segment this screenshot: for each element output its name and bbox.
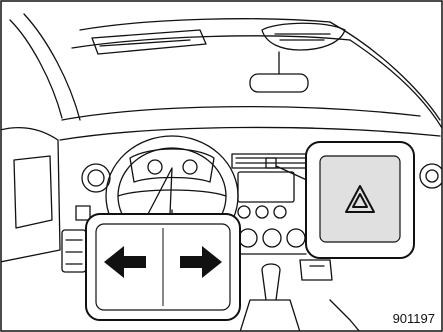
- turn-signal-callout: [86, 214, 240, 320]
- left-air-vent: [82, 164, 110, 192]
- climate-knob-right: [287, 229, 305, 247]
- climate-knob-center: [263, 229, 281, 247]
- climate-knob-left: [239, 229, 257, 247]
- hazard-switch-callout: [306, 142, 414, 258]
- infotainment-screen: [238, 172, 294, 202]
- center-console-vents: [232, 154, 312, 168]
- gear-shifter: [240, 264, 300, 332]
- figure-number: 901197: [393, 311, 435, 326]
- sun-visor-left: [92, 30, 206, 54]
- rear-view-mirror: [250, 74, 308, 92]
- right-air-vent: [420, 164, 443, 188]
- left-door-switches: [62, 230, 86, 272]
- left-a-pillar: [10, 14, 80, 120]
- left-door: [0, 128, 60, 262]
- dashboard-top: [60, 107, 440, 140]
